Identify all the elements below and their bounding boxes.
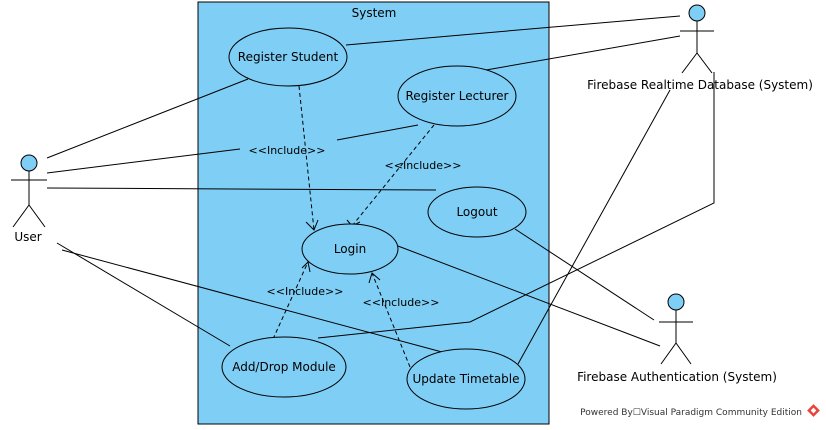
- include-label: <<Include>>: [385, 159, 462, 172]
- actor-leg: [681, 52, 698, 74]
- actor-head-icon: [667, 293, 685, 311]
- include-dependencies: [272, 85, 435, 368]
- system-title: System: [352, 6, 397, 20]
- use-case-label: Logout: [456, 205, 497, 219]
- assoc-user-register-lecturer: [46, 148, 241, 174]
- watermark-text: Powered By☐Visual Paradigm Community Edi…: [580, 408, 802, 418]
- assoc-auth-logout: [514, 228, 655, 321]
- use-case-ellipse[interactable]: [228, 27, 348, 87]
- arrowhead-icon: [368, 272, 381, 284]
- assoc-user-add-drop-module: [56, 242, 231, 347]
- use-case-label: Add/Drop Module: [232, 360, 336, 374]
- use-case-register-lecturer[interactable]: Register Lecturer: [397, 65, 517, 127]
- use-case-logout[interactable]: Logout: [427, 186, 527, 238]
- assoc-user-update-timetable: [61, 249, 443, 353]
- actor-firebase-auth[interactable]: [659, 293, 693, 365]
- actor-head-icon: [20, 154, 38, 172]
- use-case-ellipse[interactable]: [221, 336, 347, 398]
- actor-leg: [28, 204, 46, 228]
- use-case-ellipse[interactable]: [406, 348, 526, 410]
- assoc-user-register-lecturer: [336, 124, 419, 141]
- use-case-label: Register Lecturer: [406, 89, 509, 103]
- use-case-ellipse[interactable]: [397, 65, 517, 127]
- include-register-student-login: [298, 85, 315, 231]
- use-case-ellipse[interactable]: [427, 186, 527, 238]
- use-case-register-student[interactable]: Register Student: [228, 27, 348, 87]
- association-lines: [46, 15, 715, 365]
- actor-firebase-db-label: Firebase Realtime Database (System): [587, 78, 813, 92]
- assoc-db-add-drop-module: [317, 72, 715, 339]
- actor-head-icon: [688, 4, 706, 22]
- include-add-drop-login: [272, 261, 309, 340]
- actor-leg: [12, 204, 30, 228]
- visual-paradigm-logo-icon: [807, 404, 820, 417]
- include-label: <<Include>>: [267, 285, 344, 298]
- assoc-auth-login: [397, 245, 661, 347]
- actor-leg: [696, 52, 713, 74]
- use-case-label: Register Student: [238, 50, 339, 64]
- assoc-user-register-student: [46, 78, 249, 159]
- use-case-ellipse[interactable]: [301, 223, 399, 275]
- use-case-login[interactable]: Login: [301, 223, 399, 275]
- actor-firebase-auth-label: Firebase Authentication (System): [577, 370, 777, 384]
- use-case-label: Login: [334, 242, 366, 256]
- arrowhead-icon: [305, 219, 319, 231]
- actor-leg: [660, 342, 677, 365]
- include-register-lecturer-login: [351, 124, 435, 227]
- actor-user-label: User: [14, 230, 41, 244]
- include-label: <<Include>>: [249, 144, 326, 157]
- actor-user[interactable]: [11, 154, 47, 228]
- actor-firebase-db[interactable]: [680, 4, 714, 74]
- use-case-label: Update Timetable: [412, 372, 519, 386]
- assoc-db-register-student: [345, 15, 681, 46]
- use-case-add-drop-module[interactable]: Add/Drop Module: [221, 336, 347, 398]
- include-label: <<Include>>: [363, 296, 440, 309]
- assoc-user-logout: [46, 187, 437, 191]
- arrowhead-icon: [301, 260, 311, 273]
- actor-leg: [675, 342, 692, 365]
- use-case-update-timetable[interactable]: Update Timetable: [406, 348, 526, 410]
- assoc-db-register-lecturer: [485, 35, 681, 71]
- include-timetable-login: [371, 272, 411, 368]
- assoc-db-update-timetable: [517, 89, 671, 365]
